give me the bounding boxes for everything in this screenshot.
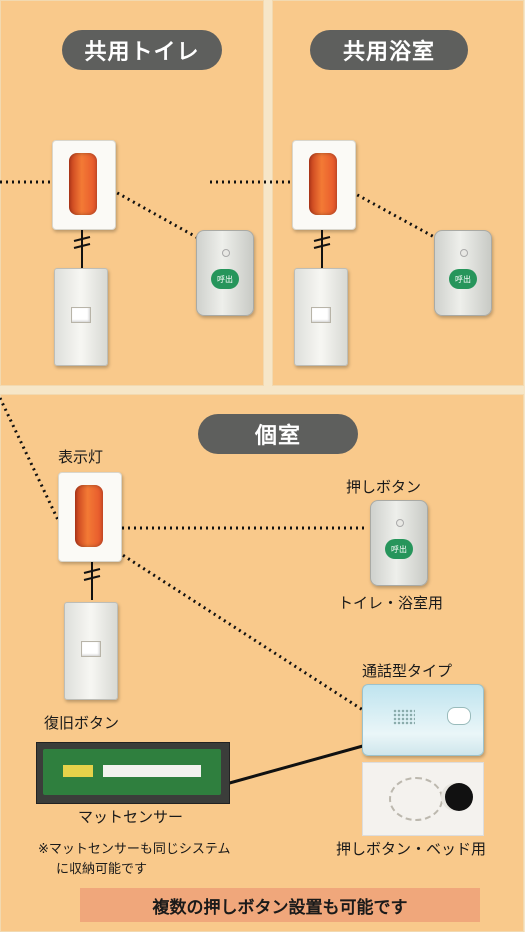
- intercom-type-label: 通話型タイプ: [362, 662, 453, 680]
- footer-text: 複数の押しボタン設置も可能です: [152, 897, 408, 918]
- speaker-grille-icon: [393, 709, 415, 725]
- cord-icon: [389, 777, 443, 821]
- toilet-indicator-lamp: [52, 140, 116, 230]
- call-button-icon: 呼出: [385, 539, 413, 559]
- mat-label-plate: [103, 765, 201, 777]
- bath-indicator-lamp: [292, 140, 356, 230]
- private-room-title: 個室: [198, 414, 358, 454]
- shared-toilet-title: 共用トイレ: [62, 30, 222, 70]
- bed-push-button-label: 押しボタン・ベッド用: [336, 840, 487, 858]
- wire-bath-button: [351, 190, 437, 240]
- call-button-icon: 呼出: [211, 269, 239, 289]
- mat-note-line2: に収納可能です: [56, 862, 148, 877]
- call-button-icon: 呼出: [449, 269, 477, 289]
- intercom-unit: [362, 684, 484, 756]
- bed-push-button: [362, 762, 484, 836]
- mat-sensor-label: マットセンサー: [78, 808, 184, 826]
- footer-banner: 複数の押しボタン設置も可能です: [80, 888, 480, 922]
- intercom-button: [447, 707, 471, 725]
- indicator-lamp-label: 表示灯: [58, 448, 104, 466]
- wire-toilet-button: [111, 188, 199, 240]
- mat-sticker-icon: [63, 765, 93, 777]
- push-button-label: 押しボタン: [346, 478, 422, 496]
- shared-bath-title: 共用浴室: [310, 30, 468, 70]
- reset-button-label: 復旧ボタン: [44, 714, 120, 732]
- wire-intercom: [117, 550, 367, 714]
- mat-note-line1: ※マットセンサーも同じシステム: [38, 842, 231, 857]
- private-push-button: 呼出: [370, 500, 428, 586]
- toilet-push-button: 呼出: [196, 230, 254, 316]
- bath-push-button: 呼出: [434, 230, 492, 316]
- toilet-reset-switch: [54, 268, 108, 366]
- mat-sensor-cable: [225, 742, 371, 786]
- mat-sensor: [36, 742, 230, 804]
- bath-reset-switch: [294, 268, 348, 366]
- toilet-bath-use-label: トイレ・浴室用: [338, 594, 444, 612]
- private-reset-switch: [64, 602, 118, 700]
- bed-button-head-icon: [445, 783, 473, 811]
- wire-to-private: [0, 397, 60, 521]
- private-indicator-lamp: [58, 472, 122, 562]
